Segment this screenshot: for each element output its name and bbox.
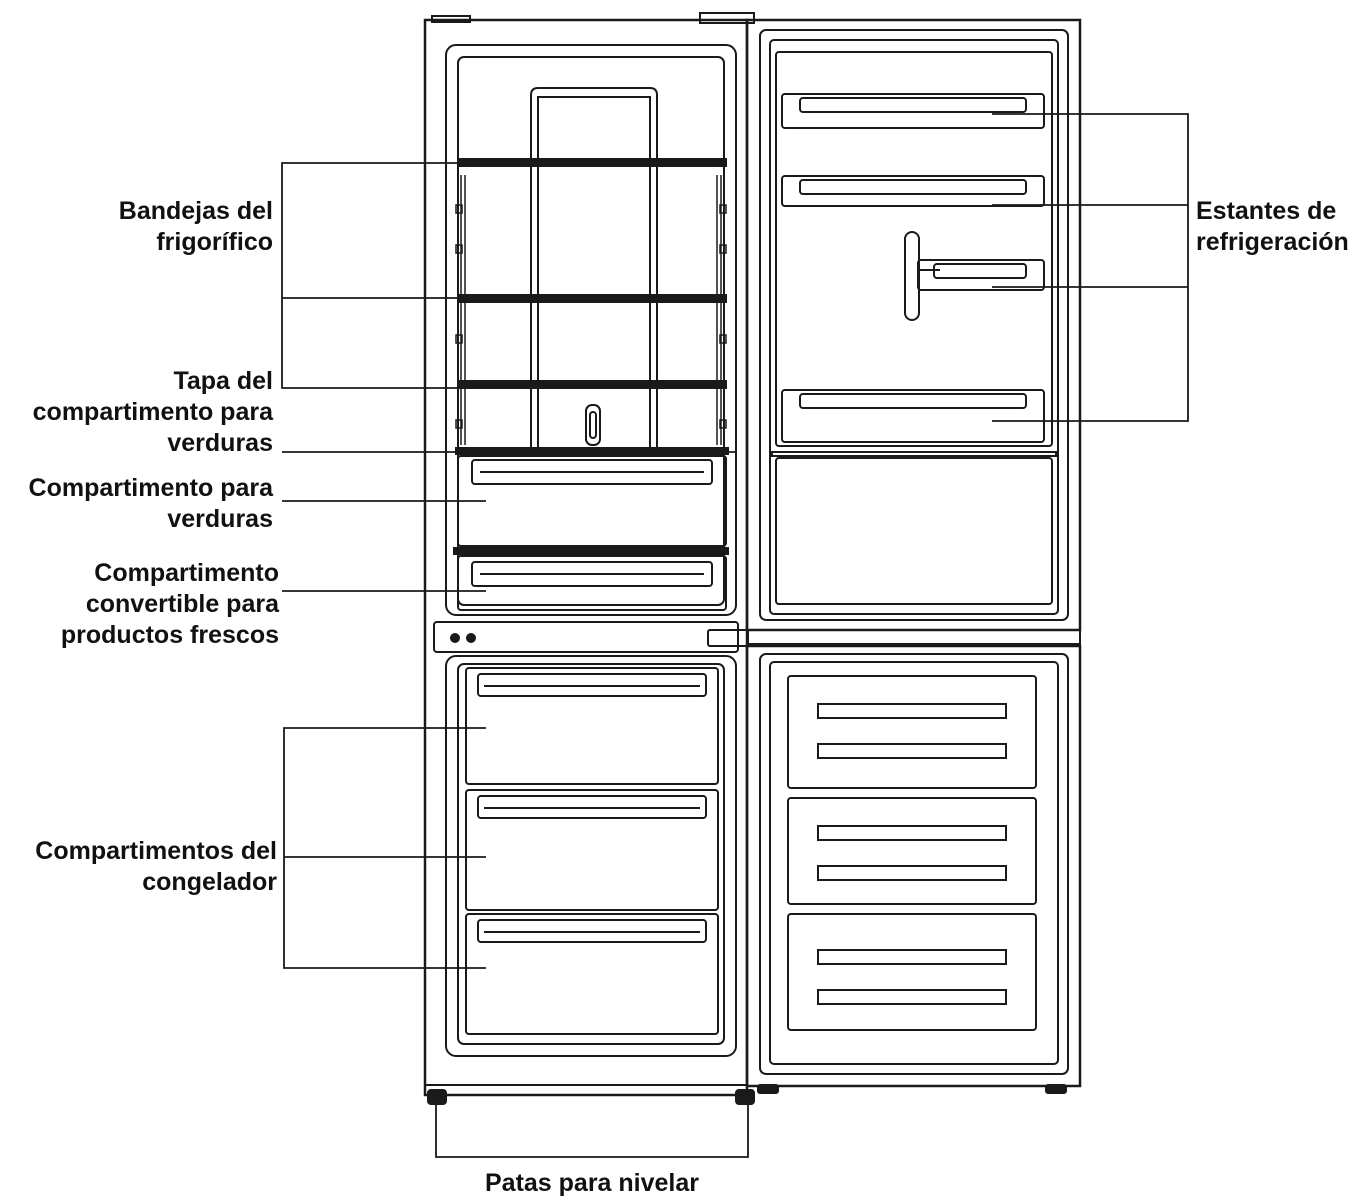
door-shelves (781, 93, 1045, 443)
label-leveling-feet: Patas para nivelar (484, 1169, 699, 1197)
crisper-drawer (457, 455, 727, 547)
label-convertible: Compartimento convertible para productos… (60, 559, 279, 649)
side-rail-clips (455, 204, 727, 429)
freezer-door-bins (787, 675, 1037, 1031)
leveling-feet (427, 1089, 755, 1105)
crisper-cover (455, 447, 729, 455)
label-freezer: Compartimentos del congelador (35, 837, 277, 896)
label-door-shelves: Estantes de refrigeración (1196, 197, 1349, 256)
label-crisper: Compartimento para verduras (28, 474, 273, 533)
leader-lines (281, 113, 1189, 1158)
cabinet (423, 15, 755, 1105)
fridge-door (699, 12, 1082, 647)
freezer-door (745, 644, 1082, 1094)
convertible-drawer (453, 547, 729, 611)
label-fridge-shelves: Bandejas del frigorífico (118, 197, 273, 256)
glass-shelves (459, 158, 727, 389)
freezer-drawers (465, 667, 719, 1035)
label-crisper-cover: Tapa del compartimento para verduras (32, 367, 273, 457)
